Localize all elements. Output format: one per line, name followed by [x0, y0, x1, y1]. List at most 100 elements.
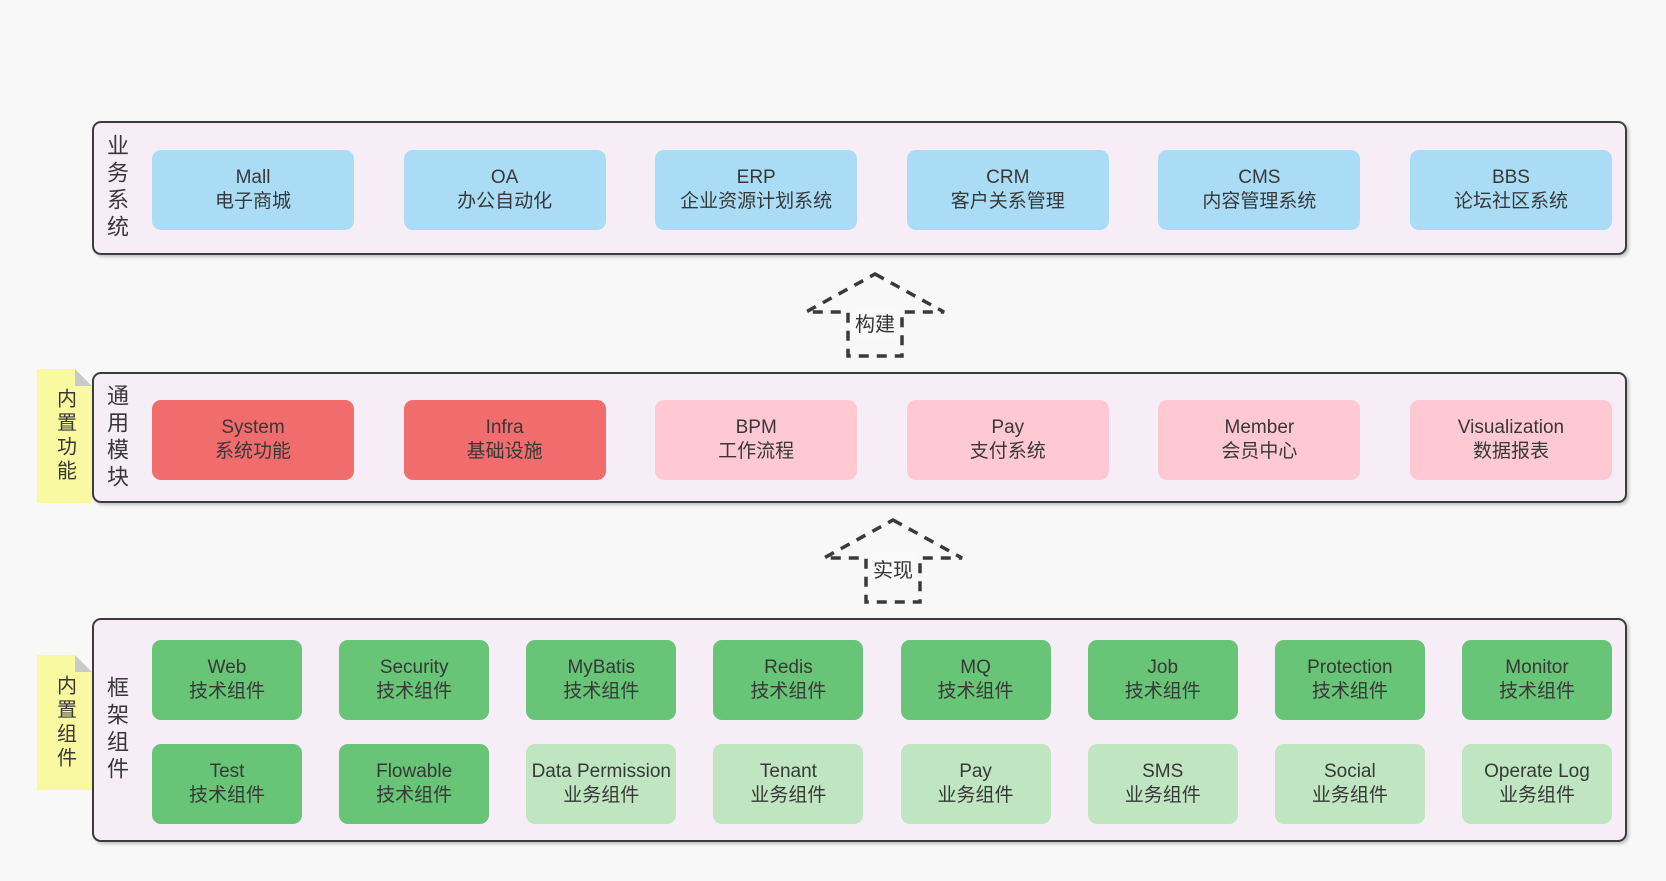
box-pay: Pay 支付系统: [906, 400, 1109, 480]
box-title: Pay: [959, 760, 992, 782]
box-member: Member 会员中心: [1158, 400, 1361, 480]
box-social: Social 业务组件: [1274, 744, 1425, 824]
box-subtitle: 技术组件: [376, 785, 453, 806]
box-subtitle: 技术组件: [376, 681, 453, 702]
box-erp: ERP 企业资源计划系统: [655, 150, 858, 230]
box-web: Web 技术组件: [152, 640, 302, 720]
framework-box-row-1: Web 技术组件 Security 技术组件 MyBatis 技术组件 Redi…: [152, 640, 1612, 720]
box-title: Operate Log: [1484, 760, 1590, 782]
box-title: Social: [1323, 760, 1376, 782]
box-subtitle: 会员中心: [1221, 441, 1298, 462]
panel-framework-components: 框架组件 Web 技术组件 Security 技术组件 MyBatis 技术组件…: [92, 618, 1627, 842]
box-title: Monitor: [1505, 656, 1569, 678]
framework-box-row-2: Test 技术组件 Flowable 技术组件 Data Permission …: [152, 744, 1612, 824]
build-arrow-label: 构建: [852, 307, 898, 338]
box-subtitle: 办公自动化: [457, 191, 553, 212]
box-redis: Redis 技术组件: [713, 640, 864, 720]
box-title: CRM: [986, 166, 1030, 188]
box-system: System 系统功能: [152, 400, 354, 480]
box-subtitle: 业务组件: [1311, 785, 1388, 806]
box-subtitle: 业务组件: [750, 785, 827, 806]
box-monitor: Monitor 技术组件: [1461, 640, 1612, 720]
box-mq: MQ 技术组件: [900, 640, 1051, 720]
box-subtitle: 技术组件: [1498, 681, 1575, 702]
business-box-row: Mall 电子商城 OA 办公自动化 ERP 企业资源计划系统 CRM 客户关系…: [152, 150, 1612, 230]
box-test: Test 技术组件: [152, 744, 302, 824]
box-title: System: [221, 416, 285, 438]
implement-arrow-label: 实现: [870, 553, 916, 584]
box-title: Redis: [764, 656, 813, 678]
box-protection: Protection 技术组件: [1274, 640, 1425, 720]
box-visualization: Visualization 数据报表: [1409, 400, 1612, 480]
box-title: Security: [379, 656, 449, 678]
box-title: Tenant: [759, 760, 817, 782]
box-title: BPM: [735, 416, 777, 438]
box-subtitle: 内容管理系统: [1202, 191, 1317, 212]
box-subtitle: 技术组件: [563, 681, 640, 702]
box-subtitle: 业务组件: [1498, 785, 1575, 806]
box-title: MQ: [960, 656, 991, 678]
box-title: Protection: [1307, 656, 1393, 678]
box-subtitle: 业务组件: [563, 785, 640, 806]
box-subtitle: 基础设施: [466, 441, 543, 462]
box-subtitle: 技术组件: [750, 681, 827, 702]
box-sms: SMS 业务组件: [1087, 744, 1238, 824]
box-title: Pay: [991, 416, 1025, 438]
box-title: Mall: [235, 166, 271, 188]
box-subtitle: 技术组件: [1124, 681, 1201, 702]
panel-common-label: 通用模块: [104, 383, 129, 492]
box-title: OA: [490, 166, 519, 188]
box-subtitle: 企业资源计划系统: [680, 191, 833, 212]
box-bbs: BBS 论坛社区系统: [1409, 150, 1612, 230]
box-mybatis: MyBatis 技术组件: [526, 640, 677, 720]
box-title: Web: [207, 656, 247, 678]
box-oa: OA 办公自动化: [403, 150, 606, 230]
box-security: Security 技术组件: [339, 640, 490, 720]
common-box-row: System 系统功能 Infra 基础设施 BPM 工作流程 Pay 支付系统…: [152, 400, 1612, 480]
box-subtitle: 电子商城: [214, 191, 291, 212]
build-arrow: 构建: [802, 270, 948, 360]
box-subtitle: 业务组件: [1124, 785, 1201, 806]
box-title: Member: [1224, 416, 1295, 438]
box-flowable: Flowable 技术组件: [339, 744, 490, 824]
box-subtitle: 系统功能: [214, 441, 291, 462]
box-title: BBS: [1491, 166, 1530, 188]
box-subtitle: 技术组件: [937, 681, 1014, 702]
box-subtitle: 技术组件: [188, 681, 265, 702]
sticky-label: 内置组件: [53, 674, 76, 771]
box-job: Job 技术组件: [1087, 640, 1238, 720]
box-subtitle: 技术组件: [1311, 681, 1388, 702]
box-cms: CMS 内容管理系统: [1158, 150, 1361, 230]
box-title: Test: [209, 760, 245, 782]
box-title: Infra: [485, 416, 524, 438]
panel-business-systems: 业务系统 Mall 电子商城 OA 办公自动化 ERP 企业资源计划系统 CRM…: [92, 121, 1627, 255]
up-arrow-icon: [823, 518, 963, 604]
box-title: Job: [1147, 656, 1179, 678]
box-title: MyBatis: [567, 656, 636, 678]
box-tenant: Tenant 业务组件: [713, 744, 864, 824]
box-subtitle: 支付系统: [969, 441, 1046, 462]
box-subtitle: 技术组件: [188, 785, 265, 806]
sticky-note-built-in-features: 内置功能: [37, 369, 92, 503]
box-title: CMS: [1238, 166, 1281, 188]
box-operate-log: Operate Log 业务组件: [1461, 744, 1612, 824]
up-arrow-icon: [805, 272, 945, 358]
box-subtitle: 工作流程: [718, 441, 795, 462]
panel-framework-label: 框架组件: [104, 676, 129, 784]
box-crm: CRM 客户关系管理: [906, 150, 1109, 230]
panel-common-modules: 通用模块 System 系统功能 Infra 基础设施 BPM 工作流程 Pay…: [92, 372, 1627, 503]
sticky-note-built-in-components: 内置组件: [37, 655, 92, 790]
box-title: Flowable: [376, 760, 453, 782]
box-data-permission: Data Permission 业务组件: [526, 744, 677, 824]
panel-business-label: 业务系统: [104, 134, 129, 242]
box-mall: Mall 电子商城: [152, 150, 354, 230]
sticky-label: 内置功能: [53, 388, 76, 484]
box-subtitle: 业务组件: [937, 785, 1014, 806]
folded-corner-icon: [75, 369, 92, 386]
box-title: SMS: [1142, 760, 1184, 782]
box-subtitle: 数据报表: [1472, 441, 1549, 462]
box-subtitle: 论坛社区系统: [1453, 191, 1568, 212]
box-title: Data Permission: [531, 760, 671, 782]
box-pay-biz: Pay 业务组件: [900, 744, 1051, 824]
